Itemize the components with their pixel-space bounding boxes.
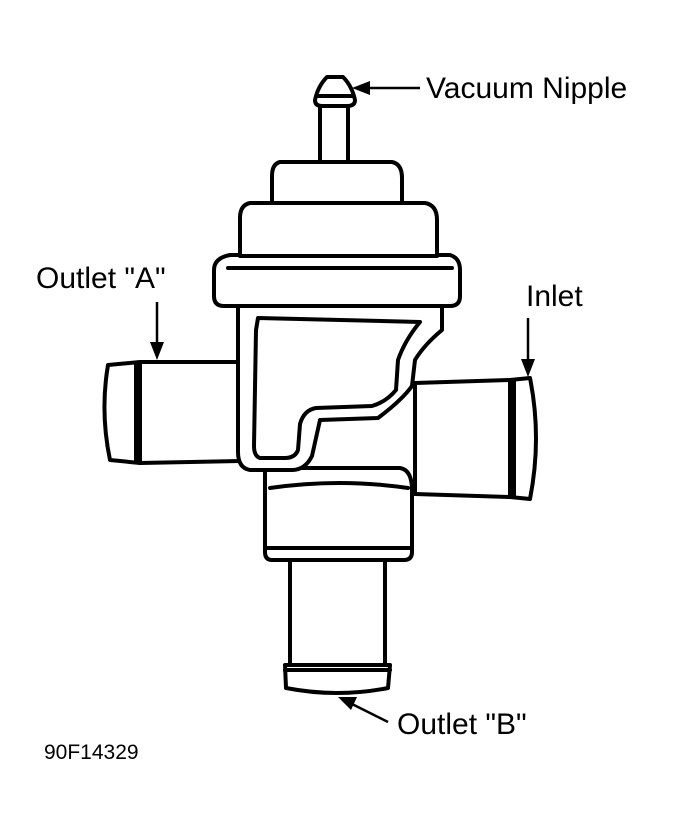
vacuum-nipple-tip	[313, 75, 357, 108]
outlet-b-leader	[351, 702, 389, 724]
outlet-b-label: Outlet "B"	[397, 708, 527, 741]
inlet-pipe-end	[508, 376, 538, 501]
inlet-pipe	[413, 378, 512, 499]
top-cap	[270, 160, 404, 205]
lower-body	[263, 466, 414, 562]
outlet-a-arrowhead	[150, 342, 164, 360]
outlet-a-label: Outlet "A"	[36, 262, 166, 295]
outlet-b-arrowhead	[338, 697, 357, 710]
body-inner-ridge	[252, 316, 422, 460]
middle-cap	[238, 201, 439, 258]
outlet-b-pipe	[288, 558, 387, 667]
inlet-arrowhead	[521, 359, 535, 377]
diaphragm-housing	[212, 253, 462, 308]
figure-code: 90F14329	[44, 741, 139, 764]
main-body	[236, 303, 444, 472]
vacuum-nipple-arrowhead	[352, 81, 370, 95]
outlet-a-pipe	[138, 360, 242, 465]
vacuum-nipple-stem	[318, 102, 350, 164]
vacuum-nipple-label: Vacuum Nipple	[426, 72, 628, 105]
outlet-a-pipe-end	[102, 360, 142, 465]
inlet-label: Inlet	[526, 280, 583, 313]
